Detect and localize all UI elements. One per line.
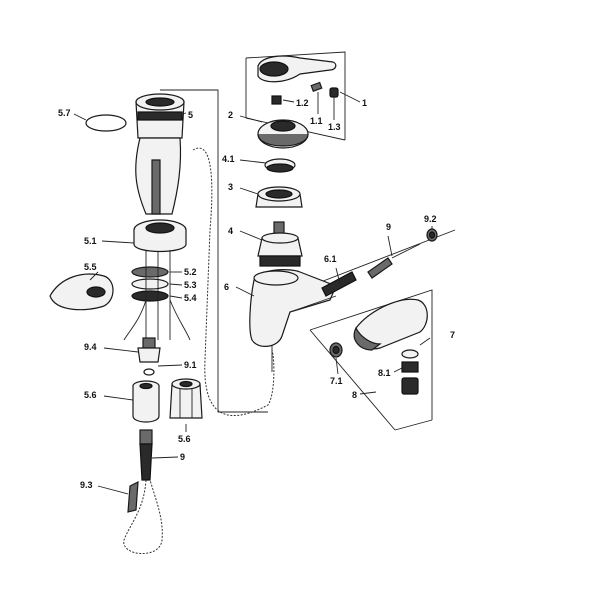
hex-nut-left [132, 380, 160, 423]
label-part-9-3: 9.3 [80, 480, 93, 490]
handle-screw [310, 81, 339, 98]
hose-nut [426, 228, 438, 242]
label-part-9-4: 9.4 [84, 342, 97, 352]
cartridge-nut [255, 186, 303, 208]
label-part-5-2: 5.2 [184, 267, 197, 277]
pull-out-hose [192, 147, 275, 417]
spray-connector [329, 342, 343, 358]
label-part-5-6-right: 5.6 [178, 434, 191, 444]
label-part-5-1: 5.1 [84, 236, 97, 246]
aerator-set [401, 349, 419, 395]
mounting-base [133, 219, 187, 253]
label-part-2: 2 [228, 110, 233, 120]
leader-lines [73, 91, 433, 495]
label-part-4: 4 [228, 226, 233, 236]
label-part-6-1: 6.1 [324, 254, 337, 264]
connection-fitting [137, 337, 161, 376]
label-part-1-3: 1.3 [328, 122, 341, 132]
supply-hose [123, 429, 163, 554]
label-part-9-top: 9 [386, 222, 391, 232]
label-part-7-1: 7.1 [330, 376, 343, 386]
label-part-5-4: 5.4 [184, 293, 197, 303]
label-part-7: 7 [450, 330, 455, 340]
spout-body [249, 269, 337, 372]
label-part-4-1: 4.1 [222, 154, 235, 164]
handle-cap [271, 95, 282, 105]
label-part-1-2: 1.2 [296, 98, 309, 108]
spray-head [353, 298, 428, 351]
o-ring [85, 114, 127, 132]
assembly-guide-lines [160, 51, 456, 431]
base-gasket [49, 273, 114, 311]
label-part-1-1: 1.1 [310, 116, 323, 126]
part-labels: 1 1.2 1.1 1.3 2 4.1 3 4 6 6.1 9 9.2 7 7.… [58, 98, 455, 490]
label-part-9-2: 9.2 [424, 214, 437, 224]
lever-handle [257, 55, 337, 83]
mounting-rods [123, 250, 191, 341]
label-part-3: 3 [228, 182, 233, 192]
label-part-8: 8 [352, 390, 357, 400]
mixing-cartridge [257, 221, 303, 267]
retaining-ring [264, 158, 296, 173]
label-part-1: 1 [362, 98, 367, 108]
label-part-9-1: 9.1 [184, 360, 197, 370]
spout-hose-connector [321, 243, 421, 297]
label-part-5-3: 5.3 [184, 280, 197, 290]
cartridge-cap [257, 119, 309, 149]
hex-nut-right [169, 378, 203, 419]
label-part-5: 5 [188, 110, 193, 120]
faucet-housing [135, 93, 185, 215]
label-part-9-lower: 9 [180, 452, 185, 462]
label-part-5-5: 5.5 [84, 262, 97, 272]
label-part-6: 6 [224, 282, 229, 292]
label-part-5-7: 5.7 [58, 108, 71, 118]
label-part-5-6-left: 5.6 [84, 390, 97, 400]
washer-stack [131, 266, 169, 302]
label-part-8-1: 8.1 [378, 368, 391, 378]
